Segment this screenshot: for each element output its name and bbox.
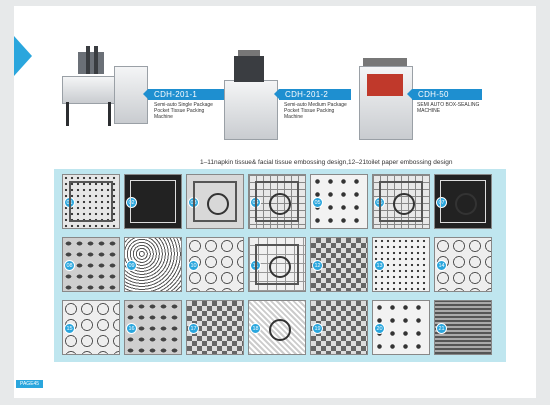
design-tile: 15 [62, 300, 120, 355]
design-number-badge: 07 [436, 197, 447, 208]
design-number-badge: 04 [250, 197, 261, 208]
design-number-badge: 20 [374, 323, 385, 334]
machine-image-cdh-201-2 [220, 50, 284, 142]
design-number-badge: 02 [126, 197, 137, 208]
design-tile: 01 [62, 174, 120, 229]
design-number-badge: 16 [126, 323, 137, 334]
design-tile: 09 [124, 237, 182, 292]
design-number-badge: 11 [250, 260, 261, 271]
model-label-2: CDH-201-2 [274, 89, 351, 100]
design-tile: 21 [434, 300, 492, 355]
design-number-badge: 19 [312, 323, 323, 334]
design-number-badge: 17 [188, 323, 199, 334]
model-label-1: CDH-201-1 [143, 89, 224, 100]
catalog-page: CDH-201-1 Semi-auto Single Package Pocke… [14, 6, 536, 398]
design-number-badge: 08 [64, 260, 75, 271]
design-tile: 19 [310, 300, 368, 355]
design-tile: 17 [186, 300, 244, 355]
design-number-badge: 13 [374, 260, 385, 271]
design-tile: 13 [372, 237, 430, 292]
design-tile: 07 [434, 174, 492, 229]
design-number-badge: 18 [250, 323, 261, 334]
design-number-badge: 09 [126, 260, 137, 271]
design-tile: 14 [434, 237, 492, 292]
design-tile: 16 [124, 300, 182, 355]
design-number-badge: 03 [188, 197, 199, 208]
design-number-badge: 10 [188, 260, 199, 271]
design-tile: 08 [62, 237, 120, 292]
page-number: PAGE45 [16, 380, 44, 388]
design-tile: 12 [310, 237, 368, 292]
embossing-design-grid: 01 02 03 04 05 06 07 08 09 10 11 12 13 1… [54, 169, 506, 362]
model-desc-1: Semi-auto Single Package Pocket Tissue P… [154, 102, 213, 120]
design-tile: 11 [248, 237, 306, 292]
design-tile: 03 [186, 174, 244, 229]
design-tile: 04 [248, 174, 306, 229]
design-tile: 10 [186, 237, 244, 292]
design-caption: 1–11napkin tissue& facial tissue embossi… [200, 159, 453, 166]
model-desc-3: SEMI AUTO BOX-SEALING MACHINE [417, 102, 480, 114]
design-number-badge: 15 [64, 323, 75, 334]
design-number-badge: 12 [312, 260, 323, 271]
design-number-badge: 06 [374, 197, 385, 208]
design-number-badge: 14 [436, 260, 447, 271]
design-tile: 05 [310, 174, 368, 229]
machine-image-cdh-201-1 [56, 44, 152, 136]
corner-accent [14, 36, 32, 76]
model-label-3: CDH-50 [407, 89, 482, 100]
design-tile: 18 [248, 300, 306, 355]
design-number-badge: 05 [312, 197, 323, 208]
design-tile: 02 [124, 174, 182, 229]
model-desc-2: Semi-auto Medium Package Pocket Tissue P… [284, 102, 347, 120]
design-tile: 20 [372, 300, 430, 355]
machine-image-cdh-50 [357, 54, 413, 146]
design-tile: 06 [372, 174, 430, 229]
design-number-badge: 21 [436, 323, 447, 334]
design-number-badge: 01 [64, 197, 75, 208]
